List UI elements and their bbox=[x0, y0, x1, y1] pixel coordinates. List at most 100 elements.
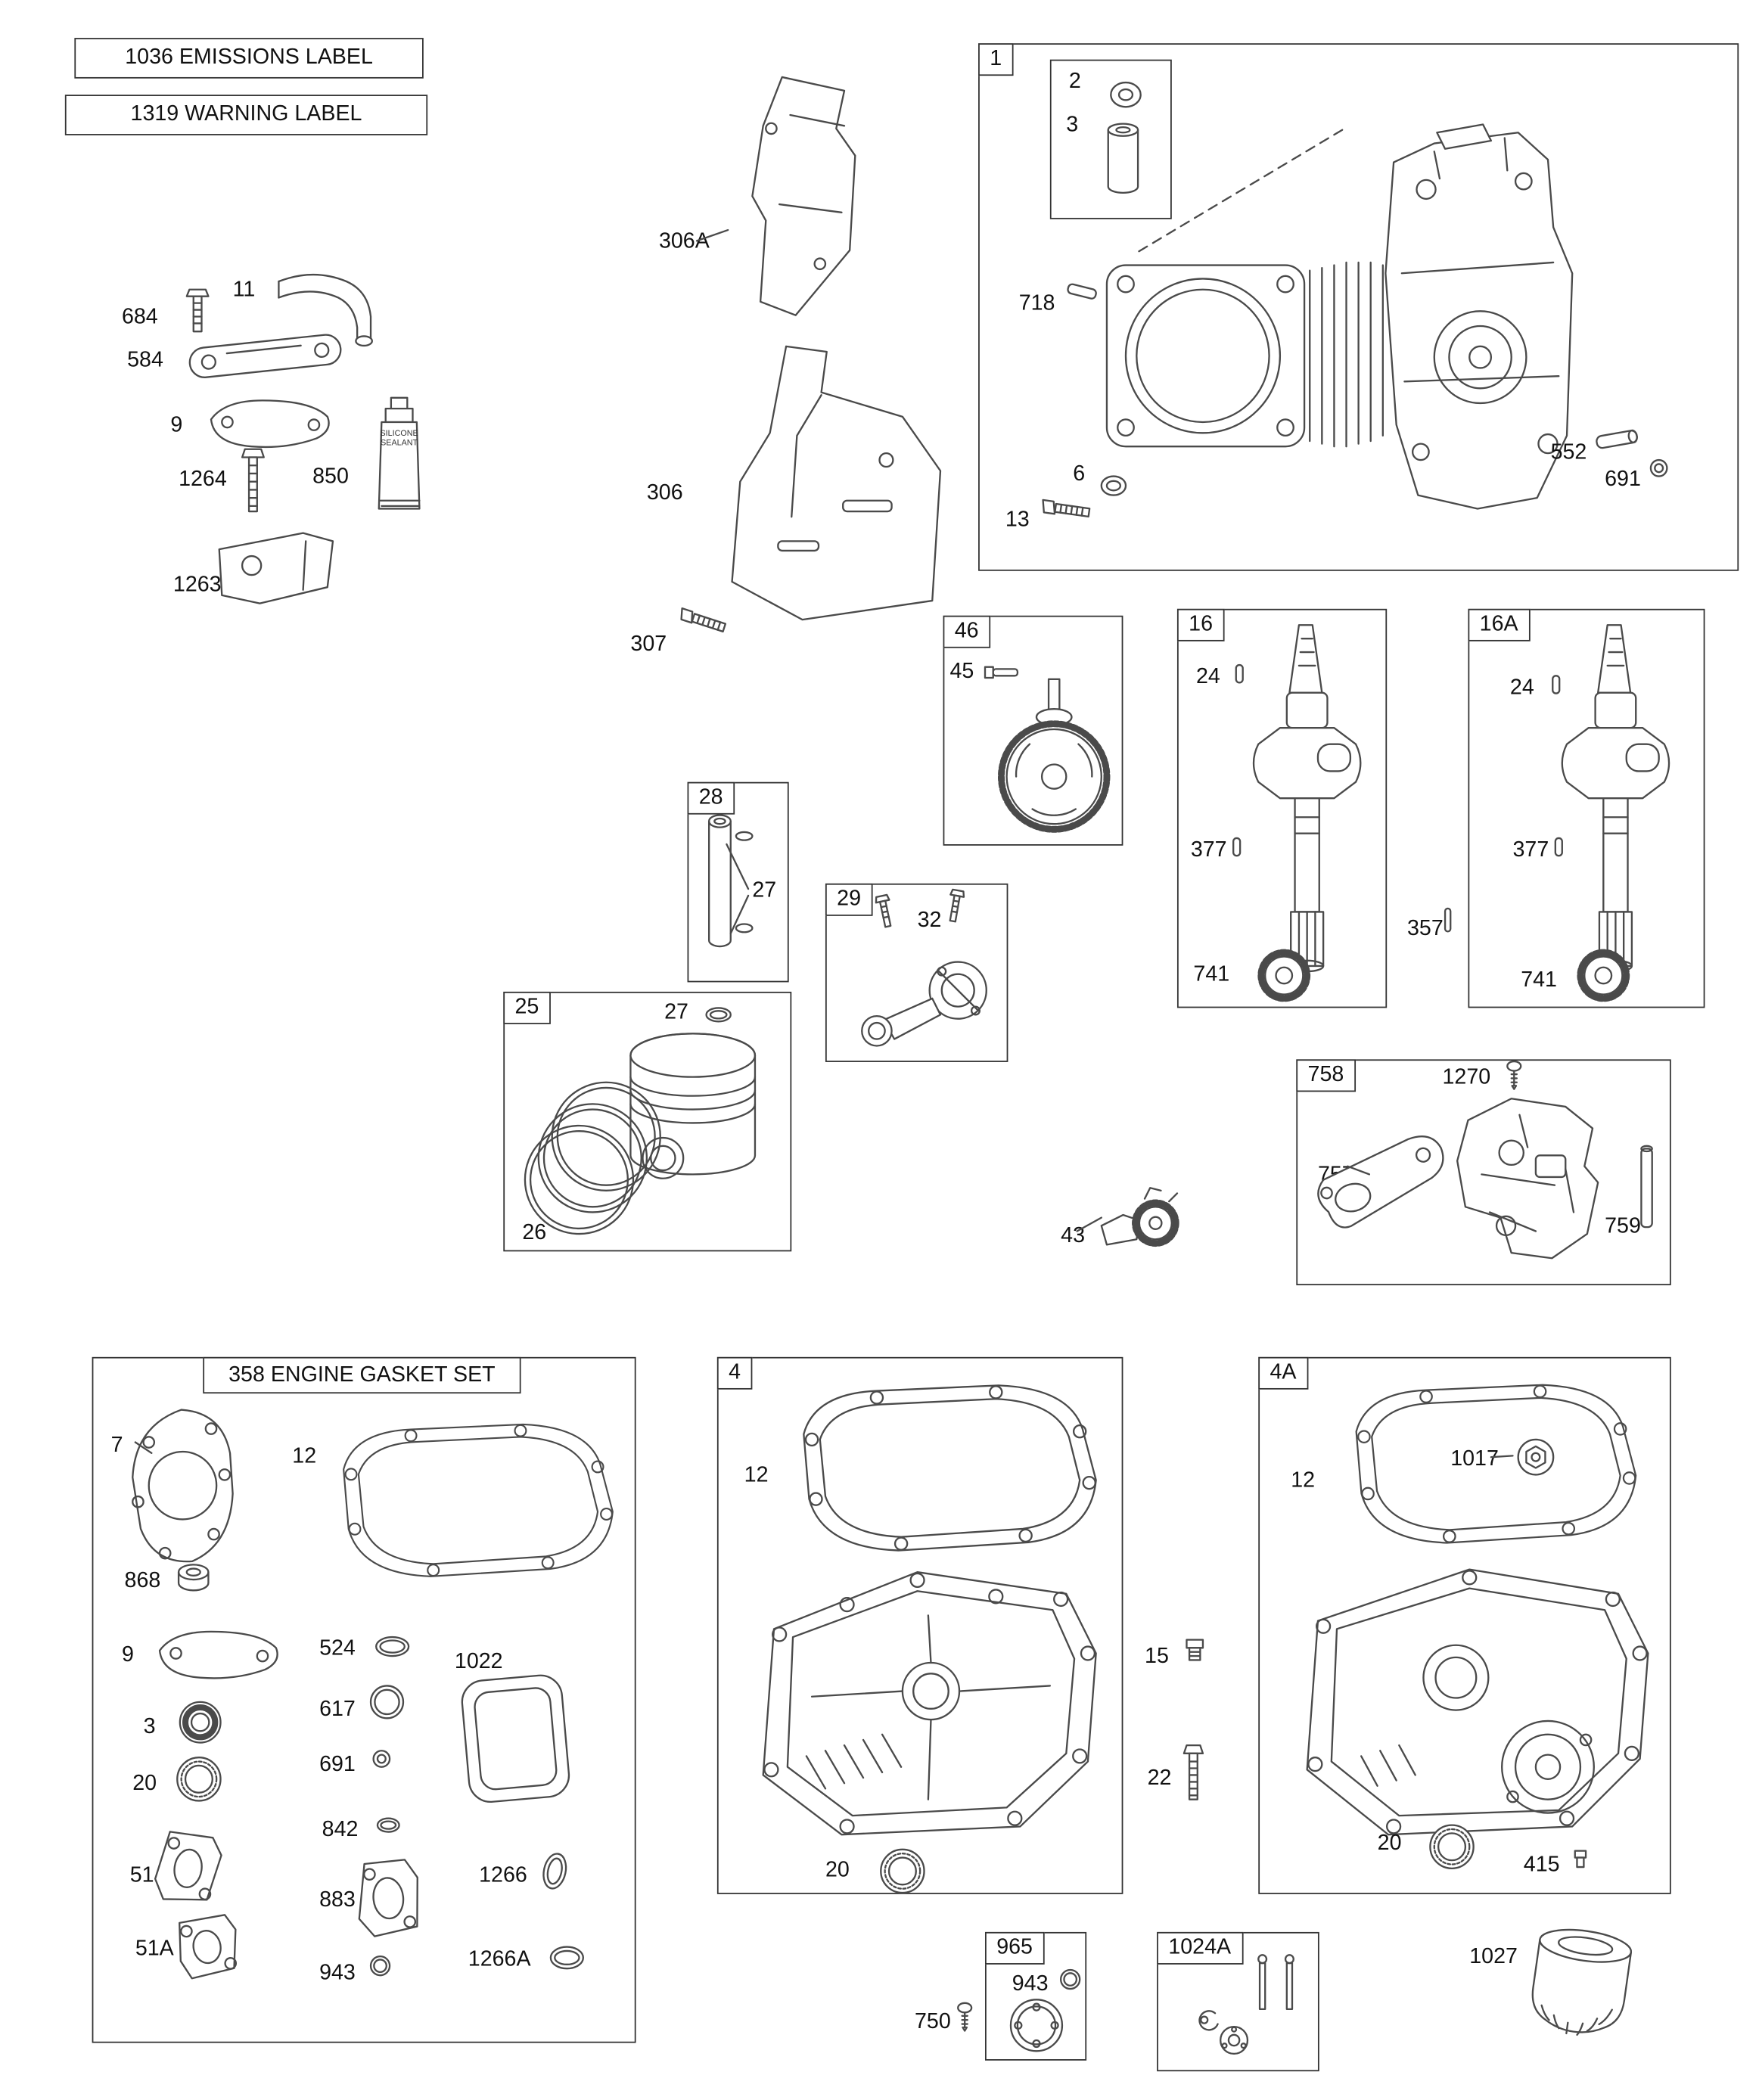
callout-20-4A: 20 bbox=[1377, 1831, 1402, 1855]
callout-27-28: 27 bbox=[752, 879, 777, 902]
callout-306: 306 bbox=[646, 481, 683, 505]
callout-943-965: 943 bbox=[1012, 1972, 1049, 1996]
box-29-label: 29 bbox=[825, 882, 874, 915]
part-connecting-rod bbox=[850, 937, 1001, 1058]
box-358-title-box: 358 ENGINE GASKET SET bbox=[203, 1356, 521, 1394]
box-1024A-label: 1024A bbox=[1156, 1931, 1244, 1964]
part-tube-11 bbox=[268, 266, 393, 349]
part-bolt-32a bbox=[873, 892, 897, 932]
part-bolt-32b bbox=[944, 887, 967, 927]
part-piston bbox=[611, 1017, 774, 1207]
part-bolt-22 bbox=[1183, 1743, 1204, 1805]
sealant-tube-text: SILICONE SEALANT bbox=[376, 430, 422, 449]
callout-3-358: 3 bbox=[143, 1715, 156, 1739]
callout-20-358: 20 bbox=[132, 1772, 157, 1796]
callout-32: 32 bbox=[917, 909, 942, 933]
callout-718: 718 bbox=[1018, 292, 1055, 315]
part-washer-691-358 bbox=[371, 1748, 393, 1770]
part-bolt-684 bbox=[184, 287, 211, 335]
callout-883: 883 bbox=[319, 1888, 356, 1912]
part-shield-306A bbox=[731, 74, 880, 325]
box-965: 965 bbox=[984, 1931, 1087, 2061]
part-gasket-883 bbox=[347, 1853, 429, 1943]
box-16: 16 bbox=[1176, 607, 1388, 1008]
part-plate-1263 bbox=[211, 525, 340, 609]
part-sealant-tube-850 bbox=[374, 395, 425, 520]
warning-label-box: 1319 WARNING LABEL bbox=[64, 95, 428, 135]
part-piston-rings bbox=[517, 1080, 668, 1247]
part-bolt-307 bbox=[675, 604, 732, 638]
callout-850: 850 bbox=[312, 465, 349, 489]
part-gear-741-16 bbox=[1253, 947, 1315, 1004]
part-key-24-16A bbox=[1551, 674, 1562, 696]
callout-51A: 51A bbox=[135, 1937, 174, 1961]
callout-741-16: 741 bbox=[1193, 963, 1230, 986]
box-25: 25 bbox=[502, 991, 792, 1252]
callout-357: 357 bbox=[1406, 917, 1444, 940]
part-gasket-9-358 bbox=[149, 1621, 284, 1682]
part-screw-1270 bbox=[1505, 1060, 1524, 1093]
callout-377-16A: 377 bbox=[1512, 838, 1549, 862]
callout-13: 13 bbox=[1005, 508, 1030, 532]
part-key-24-16 bbox=[1234, 663, 1245, 685]
part-oring-842 bbox=[374, 1816, 403, 1834]
callout-9-left: 9 bbox=[170, 414, 183, 437]
warning-label-text: 1319 WARNING LABEL bbox=[130, 102, 362, 126]
part-governor-gear-43 bbox=[1096, 1180, 1186, 1266]
callout-306A: 306A bbox=[658, 230, 710, 253]
callout-12-4: 12 bbox=[744, 1464, 769, 1487]
callout-11: 11 bbox=[232, 278, 256, 302]
emissions-label-box: 1036 EMISSIONS LABEL bbox=[74, 38, 424, 79]
part-seal-3-358 bbox=[176, 1698, 224, 1747]
part-seal-20-358 bbox=[173, 1754, 225, 1805]
callout-842: 842 bbox=[322, 1818, 359, 1842]
callout-1017: 1017 bbox=[1450, 1447, 1499, 1471]
box-4A: 4A bbox=[1257, 1356, 1671, 1894]
callout-684: 684 bbox=[121, 306, 158, 329]
part-oring-943-965 bbox=[1058, 1967, 1083, 1991]
sealant-text-line1: SILICONE bbox=[380, 430, 418, 439]
callout-584: 584 bbox=[127, 349, 163, 372]
part-sump-4A bbox=[1266, 1553, 1670, 1853]
part-piston-pin bbox=[698, 809, 758, 955]
part-camshaft-gear bbox=[989, 676, 1119, 836]
part-cover-gasket-1022 bbox=[455, 1667, 580, 1810]
box-1024A: 1024A bbox=[1156, 1931, 1319, 2072]
part-gasket-9-left bbox=[200, 390, 336, 450]
callout-27-25: 27 bbox=[664, 1001, 688, 1024]
callout-759: 759 bbox=[1605, 1215, 1641, 1238]
callout-15: 15 bbox=[1145, 1645, 1169, 1669]
part-cover-plate-965 bbox=[1007, 1997, 1067, 2054]
callout-24-16: 24 bbox=[1195, 665, 1220, 689]
part-pin-45 bbox=[982, 663, 1023, 682]
part-bolt-13 bbox=[1038, 497, 1094, 522]
part-bolt-1264 bbox=[241, 446, 265, 517]
callout-9-358: 9 bbox=[121, 1643, 134, 1667]
part-sump-4 bbox=[726, 1556, 1115, 1851]
part-washer-691-box1 bbox=[1648, 457, 1670, 479]
part-sump-gasket-12-4 bbox=[769, 1375, 1110, 1561]
callout-7: 7 bbox=[110, 1434, 123, 1458]
box-25-label: 25 bbox=[502, 991, 552, 1024]
part-pin-552 bbox=[1593, 426, 1644, 453]
part-screw-750 bbox=[956, 2002, 974, 2035]
part-oil-filter-1027 bbox=[1516, 1919, 1644, 2045]
part-pin-718 bbox=[1064, 281, 1100, 304]
part-plug-868 bbox=[173, 1561, 214, 1597]
callout-691-box1: 691 bbox=[1605, 468, 1641, 492]
box-46-label: 46 bbox=[942, 614, 991, 648]
box-2-label: 2 bbox=[1068, 70, 1081, 94]
part-crankshaft-16A bbox=[1551, 620, 1676, 982]
part-dipstick-tube-b bbox=[1282, 1954, 1296, 2014]
callout-3: 3 bbox=[1066, 113, 1079, 137]
box-16A-label: 16A bbox=[1467, 607, 1531, 641]
box-16A: 16A bbox=[1467, 607, 1705, 1008]
callout-43: 43 bbox=[1061, 1224, 1085, 1247]
box-758-label: 758 bbox=[1295, 1058, 1357, 1092]
part-oring-524 bbox=[374, 1634, 412, 1658]
box-2 bbox=[1049, 59, 1172, 219]
callout-22: 22 bbox=[1147, 1766, 1172, 1791]
part-plug-15 bbox=[1183, 1637, 1207, 1664]
box-29: 29 bbox=[825, 882, 1008, 1062]
